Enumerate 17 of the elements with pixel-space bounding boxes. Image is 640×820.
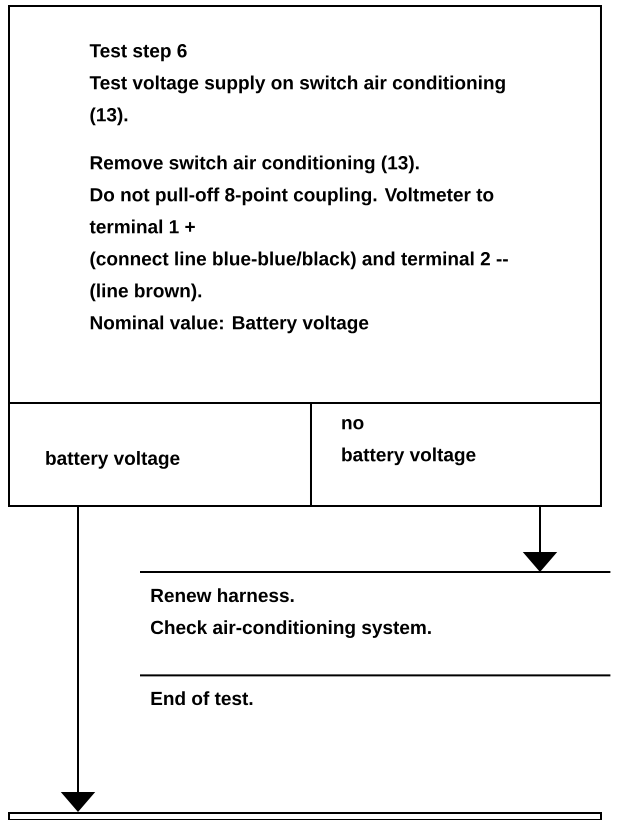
step-heading: Test step 6 (90, 44, 187, 62)
branch-label: battery voltage (46, 451, 180, 469)
end-text: End of test. (151, 691, 252, 706)
branch-label: no (342, 419, 364, 430)
instruction-text: Do not pull-off 8-point coupling. Voltmeter to terminal 1 + (90, 188, 494, 234)
result-band (140, 571, 610, 676)
instruction-text: Renew harness. (151, 588, 294, 602)
step-box (8, 5, 602, 404)
instruction-text: Test voltage supply on switch air conditioning (13). (90, 76, 505, 126)
branch-cell (8, 402, 312, 507)
instruction-text: Remove switch air conditioning (13). (90, 156, 419, 174)
branch-label: battery voltage (342, 447, 476, 466)
instruction-text: Nominal value: Battery voltage (90, 316, 368, 334)
next-step-box (8, 812, 602, 820)
instruction-text: Check air-conditioning system. (150, 620, 431, 638)
instruction-text: (connect line blue-blue/black) and terminal 2 -- (line brown). (90, 252, 508, 302)
branch-cell (310, 402, 602, 507)
